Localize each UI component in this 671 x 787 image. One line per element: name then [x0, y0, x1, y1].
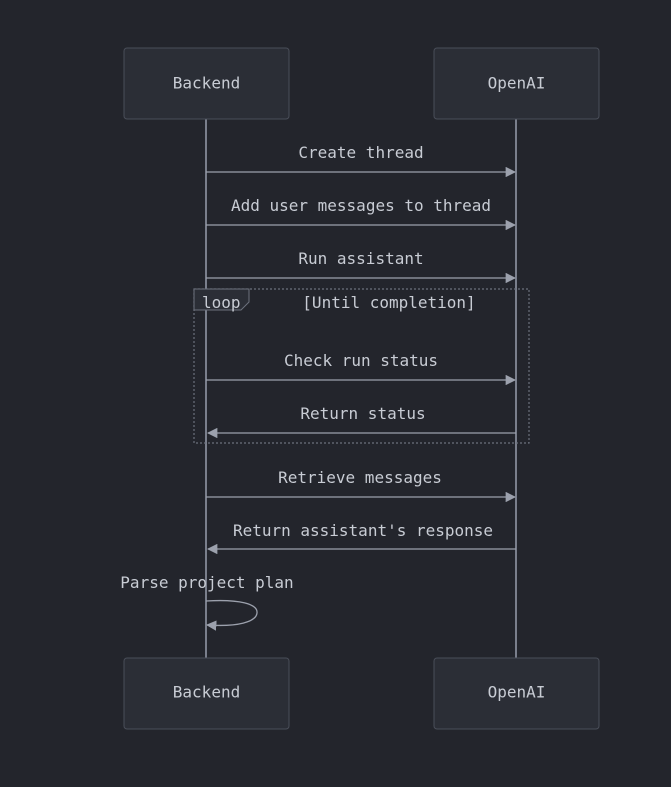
message-return-status: Return status: [206, 404, 516, 439]
message-label: Return assistant's response: [233, 521, 493, 540]
loop-keyword: loop: [202, 293, 241, 312]
message-label: Run assistant: [298, 249, 423, 268]
message-label: Parse project plan: [120, 573, 293, 592]
actor-backend-bottom-label: Backend: [173, 683, 240, 702]
message-label: Add user messages to thread: [231, 196, 491, 215]
loop-box: [193, 288, 530, 444]
message-return-assistant-response: Return assistant's response: [206, 521, 516, 555]
message-create-thread: Create thread: [206, 143, 517, 178]
actor-backend-top: Backend: [123, 47, 290, 120]
message-label: Check run status: [284, 351, 438, 370]
message-label: Retrieve messages: [278, 468, 442, 487]
self-message-arrow: [205, 599, 258, 631]
message-label: Return status: [300, 404, 425, 423]
loop-tab: [193, 288, 250, 311]
loop-condition: [Until completion]: [302, 293, 475, 312]
message-parse-project-plan: Parse project plan: [120, 573, 294, 631]
message-check-run-status: Check run status: [206, 351, 517, 386]
actor-openai-top-label: OpenAI: [488, 74, 546, 93]
actor-openai-bottom: OpenAI: [433, 657, 600, 730]
message-label: Create thread: [298, 143, 423, 162]
message-run-assistant: Run assistant: [206, 249, 517, 284]
message-retrieve-messages: Retrieve messages: [206, 468, 517, 503]
actor-openai-top: OpenAI: [433, 47, 600, 120]
loop-frame: loop [Until completion]: [193, 288, 530, 444]
actor-openai-bottom-label: OpenAI: [488, 683, 546, 702]
actor-backend-bottom: Backend: [123, 657, 290, 730]
actor-backend-top-label: Backend: [173, 74, 240, 93]
message-add-user-messages: Add user messages to thread: [206, 196, 517, 231]
